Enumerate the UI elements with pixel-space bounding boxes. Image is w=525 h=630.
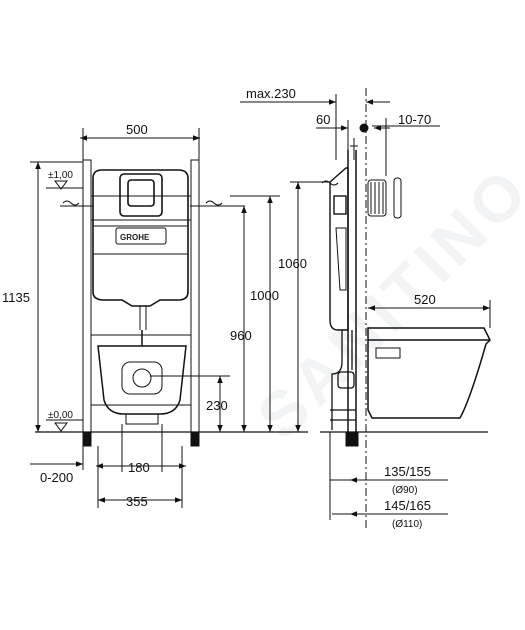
wc-bowl-side	[367, 327, 491, 419]
label-pipe-90: (Ø90)	[392, 485, 418, 496]
drain-pipe-side	[330, 330, 356, 430]
label-level-floor: ±0,00	[48, 410, 73, 421]
brand-label: GROHE	[120, 233, 150, 242]
label-145-165: 145/165	[384, 498, 431, 513]
flush-plate-side	[367, 177, 402, 219]
label-1135: 1135	[2, 290, 30, 305]
watermark: SANITINO	[243, 152, 525, 453]
supply-arrows-front	[60, 200, 245, 207]
supply-arrows-side	[300, 123, 369, 186]
cistern	[92, 169, 189, 330]
label-230: 230	[206, 398, 228, 413]
label-1000: 1000	[250, 288, 279, 303]
label-0-200: 0-200	[40, 470, 73, 485]
label-level-top: ±1,00	[48, 170, 73, 181]
cistern-side	[329, 167, 349, 331]
label-1060: 1060	[278, 256, 307, 271]
wc-bowl-front	[97, 330, 187, 425]
frame-posts	[82, 159, 200, 447]
label-520: 520	[414, 292, 436, 307]
label-max-230: max.230	[246, 86, 296, 101]
label-180: 180	[128, 460, 150, 475]
label-500: 500	[126, 122, 148, 137]
label-960: 960	[230, 328, 252, 343]
label-355: 355	[126, 494, 148, 509]
label-135-155: 135/155	[384, 464, 431, 479]
label-60: 60	[316, 112, 330, 127]
label-pipe-110: (Ø110)	[392, 519, 422, 530]
label-10-70: 10-70	[398, 112, 431, 127]
